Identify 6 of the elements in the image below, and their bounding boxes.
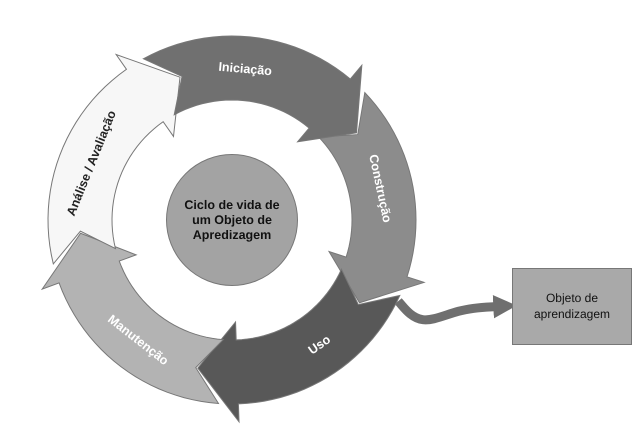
stage-label: Uso [306, 332, 334, 358]
stage-label: Construção [366, 153, 394, 224]
output-box [512, 268, 632, 345]
node-text: Objeto de aprendizagem [532, 290, 612, 322]
stage-label: Iniciação [218, 60, 272, 78]
node-text: Ciclo de vida de um Objeto de Apredizagem [183, 198, 281, 242]
